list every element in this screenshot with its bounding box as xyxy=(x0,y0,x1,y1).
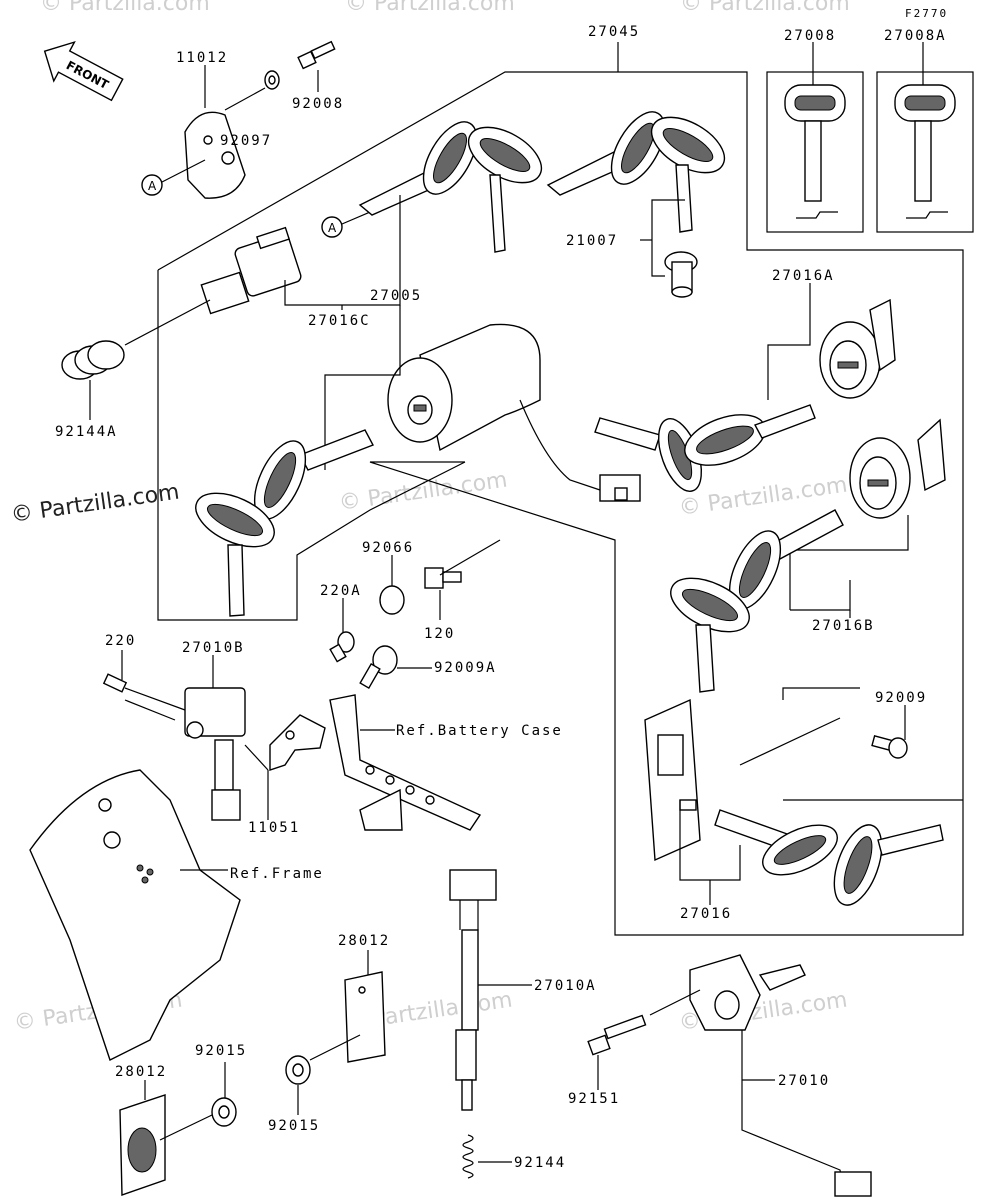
label-92097[interactable]: 92097 xyxy=(220,133,272,149)
watermark: © Partzilla.com xyxy=(345,0,515,16)
ref-battery-case: Ref.Battery Case xyxy=(396,723,563,739)
pad-28012-lower xyxy=(119,1094,166,1196)
label-27010[interactable]: 27010 xyxy=(778,1073,830,1089)
cap-92066 xyxy=(379,585,405,615)
label-92009[interactable]: 92009 xyxy=(875,690,927,706)
switch-body-27005 xyxy=(387,323,641,502)
label-92151[interactable]: 92151 xyxy=(568,1091,620,1107)
ref-frame: Ref.Frame xyxy=(230,866,324,882)
nut-92015-lower xyxy=(211,1097,237,1127)
label-27016c[interactable]: 27016C xyxy=(308,313,371,329)
label-11012[interactable]: 11012 xyxy=(176,50,228,66)
label-27010a[interactable]: 27010A xyxy=(534,978,597,994)
screw-220a xyxy=(329,631,355,663)
label-220a[interactable]: 220A xyxy=(320,583,362,599)
label-92144a[interactable]: 92144A xyxy=(55,424,118,440)
leader-lines xyxy=(89,42,924,1163)
screw-92009a xyxy=(359,645,398,689)
callout-a-circle-2 xyxy=(321,216,343,238)
nut-92015-upper xyxy=(285,1034,361,1085)
label-27008[interactable]: 27008 xyxy=(784,28,836,44)
callout-a-2: A xyxy=(328,221,337,235)
label-92015-lower[interactable]: 92015 xyxy=(195,1043,247,1059)
spring-92144 xyxy=(462,1134,474,1179)
label-27045[interactable]: 27045 xyxy=(588,24,640,40)
label-92015-upper[interactable]: 92015 xyxy=(268,1118,320,1134)
front-arrow-icon: FRONT xyxy=(43,40,124,102)
lock-27016 xyxy=(644,698,701,862)
label-11051[interactable]: 11051 xyxy=(248,820,300,836)
label-92009a[interactable]: 92009A xyxy=(434,660,497,676)
bracket-11012 xyxy=(184,111,246,199)
label-28012-upper[interactable]: 28012 xyxy=(338,933,390,949)
bolt-220 xyxy=(102,673,128,693)
bracket-11051 xyxy=(269,714,326,771)
key-27008 xyxy=(784,84,846,219)
cap-21007 xyxy=(664,251,698,298)
label-27016b[interactable]: 27016B xyxy=(812,618,875,634)
washer-92097 xyxy=(264,70,280,90)
figure-code: F2770 xyxy=(905,7,948,20)
label-92144[interactable]: 92144 xyxy=(514,1155,566,1171)
bolt-92151 xyxy=(587,1014,647,1056)
bolt-92008 xyxy=(297,40,336,70)
label-27005[interactable]: 27005 xyxy=(370,288,422,304)
key-pair-top-left xyxy=(358,121,543,253)
battery-case-bracket xyxy=(329,694,482,831)
watermark: © Partzilla.com xyxy=(680,0,850,16)
switch-27010 xyxy=(689,954,872,1197)
lock-cylinder-27016c xyxy=(200,226,302,315)
label-27016[interactable]: 27016 xyxy=(680,906,732,922)
frame xyxy=(29,769,241,1061)
lock-27016a xyxy=(819,298,896,399)
callout-a: A xyxy=(148,179,157,193)
key-27016a xyxy=(594,404,816,492)
part-labels: 11012 92008 92097 27045 27008 27008A 210… xyxy=(55,24,947,1171)
callout-a-circle xyxy=(141,174,163,196)
label-27010b[interactable]: 27010B xyxy=(182,640,245,656)
label-92066[interactable]: 92066 xyxy=(362,540,414,556)
lock-27016b xyxy=(849,418,946,519)
group-outlines xyxy=(157,71,974,936)
key-27016 xyxy=(714,809,944,906)
label-27016a[interactable]: 27016A xyxy=(772,268,835,284)
watermark-partzilla: © Partzilla.com xyxy=(9,480,181,528)
pad-28012-upper xyxy=(344,971,386,1063)
key-27016b xyxy=(670,509,844,693)
bolt-120 xyxy=(424,567,462,589)
label-220[interactable]: 220 xyxy=(105,633,136,649)
spring-92144a xyxy=(61,340,125,380)
switch-27010b xyxy=(184,687,246,821)
label-92008[interactable]: 92008 xyxy=(292,96,344,112)
key-pair-top-right xyxy=(546,111,726,233)
label-28012-lower[interactable]: 28012 xyxy=(115,1064,167,1080)
key-27005 xyxy=(195,429,374,617)
label-27008a[interactable]: 27008A xyxy=(884,28,947,44)
screw-92009 xyxy=(871,734,908,759)
key-27008A xyxy=(894,84,956,219)
watermark: © Partzilla.com xyxy=(40,0,210,16)
watermark: © Partzilla.com xyxy=(337,468,509,516)
label-120[interactable]: 120 xyxy=(424,626,455,642)
watermark: © Partzilla.com xyxy=(677,473,849,521)
label-21007[interactable]: 21007 xyxy=(566,233,618,249)
sensor-27010a xyxy=(449,869,497,1111)
